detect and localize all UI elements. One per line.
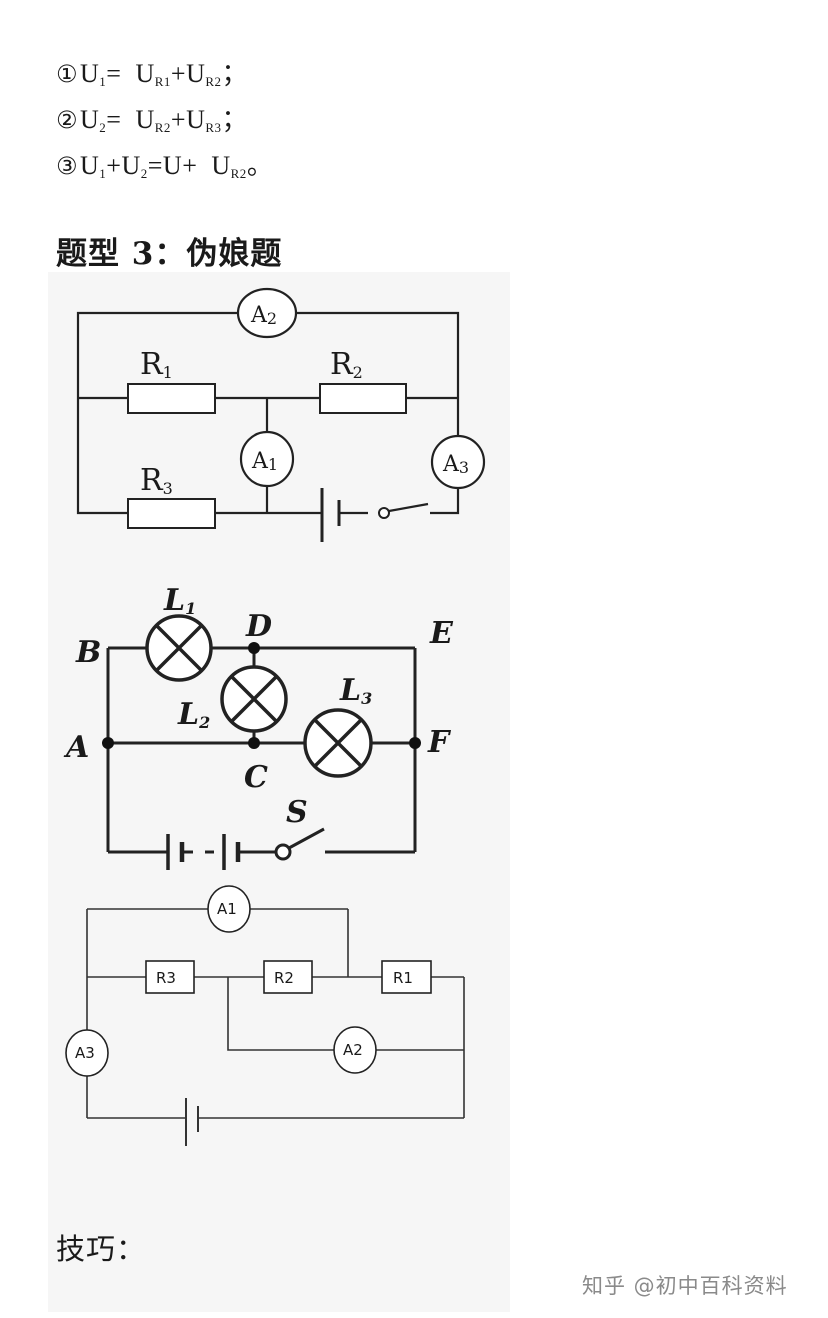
c3-label-a3: A3: [75, 1044, 95, 1062]
c1-resistor-r2: [319, 383, 407, 414]
circuit-1: R1 R2 R3 A2 A1 A3: [76, 287, 486, 542]
c3-ammeter-a3: [65, 1029, 109, 1077]
c2-label-s: S: [286, 795, 308, 830]
circled-number-1: ①: [56, 60, 79, 88]
c3-resistor-r1: [381, 960, 432, 994]
eq-var: U: [80, 105, 100, 134]
c1-ammeter-a3: [430, 434, 486, 490]
c3-resistor-r3: [145, 960, 195, 994]
c3-label-r1: R1: [393, 969, 413, 987]
c2-node-d: [248, 642, 260, 654]
equation-3: ③U1+U2=U+ UR2。: [56, 150, 273, 190]
circled-number-2: ②: [56, 106, 79, 134]
eq-end: ；: [221, 105, 249, 134]
c2-switch-pivot: [274, 843, 292, 861]
eq-var: U: [80, 151, 100, 180]
watermark: 知乎 @初中百科资料: [582, 1274, 788, 1298]
circuit-3: R3 R2 R1 A1 A2 A3: [65, 885, 465, 1146]
c2-label-a: A: [63, 730, 89, 765]
eq-plus: +: [170, 59, 187, 88]
c2-node-f: [409, 737, 421, 749]
c2-label-l1: L1: [163, 583, 196, 618]
c2-lamp-l2: [220, 665, 288, 733]
c2-switch-blade: [288, 827, 325, 850]
eq-sub: R1: [154, 74, 171, 89]
eq-sub: 2: [140, 166, 148, 181]
c2-label-f: F: [427, 725, 452, 760]
eq-tail: =U+ U: [147, 151, 231, 180]
eq-end: ；: [221, 59, 249, 88]
c2-lamp-l3: [303, 708, 373, 778]
eq-end: 。: [246, 151, 274, 180]
tips-label: 技巧：: [56, 1232, 147, 1266]
eq-sub: R2: [154, 120, 171, 135]
c3-label-a2: A2: [343, 1041, 363, 1059]
c3-ammeter-a1: [207, 885, 251, 933]
c1-label-r1: R1: [140, 347, 173, 382]
c1-wire-top-right: [296, 311, 460, 438]
c1-ammeter-a1: [239, 430, 295, 488]
eq-sub: 2: [99, 120, 107, 135]
c3-ammeter-a2: [333, 1026, 377, 1074]
eq-var: U: [186, 59, 206, 88]
section-heading: 题型 3：伪娘题: [56, 236, 283, 272]
c1-resistor-r3: [127, 498, 216, 529]
c1-switch-blade: [388, 502, 429, 513]
c1-wire-right-bottom: [430, 486, 460, 515]
c2-label-l2: L2: [177, 697, 210, 732]
c2-label-l3: L3: [339, 673, 372, 708]
circuit-2: L1 L2 L3 B D E A C F S: [63, 583, 454, 870]
eq-sub: R3: [205, 120, 222, 135]
eq-var: U: [80, 59, 100, 88]
circled-number-3: ③: [56, 152, 79, 180]
equation-2: ②U2= UR2+UR3；: [56, 104, 248, 144]
c2-label-b: B: [75, 635, 101, 670]
c2-node-c: [248, 737, 260, 749]
c3-resistor-r2: [263, 960, 313, 994]
c3-label-r3: R3: [156, 969, 176, 987]
c3-label-r2: R2: [274, 969, 294, 987]
eq-sub: 1: [99, 74, 107, 89]
eq-var: U: [135, 59, 155, 88]
eq-sub: R2: [205, 74, 222, 89]
c1-resistor-r1: [127, 383, 216, 414]
c1-label-r2: R2: [330, 347, 363, 382]
eq-mid: +U: [106, 151, 141, 180]
c2-lamp-l1: [145, 614, 213, 682]
equation-1: ①U1= UR1+UR2；: [56, 58, 248, 98]
eq-var: U: [186, 105, 206, 134]
c2-node-a: [102, 737, 114, 749]
c1-wire-left: [76, 311, 238, 515]
c1-label-a1: A1: [251, 449, 278, 474]
eq-plus: +: [170, 105, 187, 134]
eq-sign: =: [106, 59, 136, 88]
eq-sign: =: [106, 105, 136, 134]
eq-sub: R2: [230, 166, 247, 181]
eq-var: U: [135, 105, 155, 134]
eq-sub: 1: [99, 166, 107, 181]
c1-label-a3: A3: [442, 452, 469, 477]
c1-label-r3: R3: [140, 463, 173, 498]
c3-wire-a2-left: [227, 977, 334, 1051]
c2-label-e: E: [429, 616, 454, 651]
c1-label-a2: A2: [250, 303, 277, 328]
c2-label-d: D: [245, 609, 272, 644]
c1-ammeter-a2: [236, 287, 298, 339]
c3-label-a1: A1: [217, 900, 237, 918]
c1-switch-pivot: [378, 507, 390, 519]
c2-label-c: C: [244, 760, 268, 795]
